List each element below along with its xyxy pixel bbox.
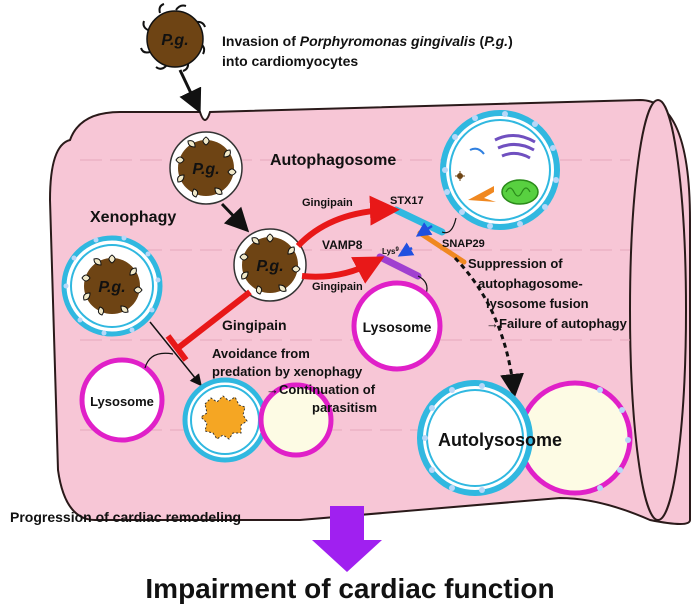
stx17-anchor [441, 217, 457, 234]
snap29-label: SNAP29 [442, 238, 485, 250]
digested-pathogen-autolysosome [182, 377, 334, 463]
autophagosome [440, 110, 560, 230]
avoidance-line4: parasitism [312, 400, 377, 415]
svg-text:Lysosome: Lysosome [363, 319, 432, 335]
gingipain-main-label: Gingipain [222, 317, 287, 333]
avoidance-line2: predation by xenophagy [212, 364, 363, 379]
gingipain-lower-label: Gingipain [312, 281, 363, 293]
autolysosome-label: Autolysosome [438, 430, 562, 450]
pathogen-central: P.g. [233, 228, 307, 302]
progression-text: Progression of cardiac remodeling [10, 509, 241, 525]
svg-text:P.g.: P.g. [98, 279, 125, 296]
cleavage-arrow-2 [397, 242, 415, 257]
progression-arrow [312, 506, 382, 572]
snap29-protein [417, 230, 467, 265]
vamp8-protein [376, 253, 422, 280]
lysosome-center: Lysosome [351, 280, 443, 372]
svg-text:P.g.: P.g. [192, 161, 219, 178]
cell-end-cap [629, 99, 687, 521]
xenophagy-autophagosome: P.g. [61, 235, 163, 337]
gingipain-upper-label: Gingipain [302, 197, 353, 209]
svg-text:P.g.: P.g. [256, 258, 283, 275]
internalization-arrow [220, 202, 250, 233]
avoidance-line1: Avoidance from [212, 346, 310, 361]
avoidance-line3: →Continuation of [266, 382, 376, 397]
xenophagy-digestion-arrow [149, 321, 202, 387]
gingipain-arrow-vamp8 [301, 256, 385, 284]
suppression-line3: lysosome fusion [486, 296, 589, 311]
invasion-text-line2: into cardiomyocytes [222, 53, 358, 69]
suppression-line2: autophagosome- [478, 276, 583, 291]
autolysosome: Autolysosome [417, 380, 633, 496]
svg-text:Lysosome: Lysosome [90, 394, 154, 409]
suppression-line4: →Failure of autophagy [486, 316, 628, 331]
xenophagy-label: Xenophagy [90, 209, 176, 226]
pathogen-label: P.g. [161, 32, 188, 49]
invasion-arrow [178, 69, 202, 114]
impairment-text: Impairment of cardiac function [145, 573, 554, 604]
stx17-protein [392, 206, 446, 236]
stx17-label: STX17 [390, 195, 424, 207]
pathogen-outside: P.g. [140, 3, 206, 72]
pathogen-entering: P.g. [169, 131, 243, 205]
gingipain-arrow-stx17 [295, 195, 400, 249]
invasion-text: Invasion of Porphyromonas gingivalis (P.… [222, 33, 513, 49]
cleavage-arrow-1 [415, 222, 433, 237]
lysosome-left: Lysosome [79, 357, 165, 443]
lys9-label: Lys9 [382, 247, 400, 256]
autophagosome-label: Autophagosome [270, 152, 396, 169]
suppression-line1: Suppression of [468, 256, 563, 271]
lysosome-left-connector [144, 352, 174, 369]
vamp8-label: VAMP8 [322, 238, 363, 252]
inhibition-bar [165, 334, 189, 362]
fusion-dotted-arrow [453, 256, 524, 398]
gingipain-inhibition-line [176, 289, 252, 351]
